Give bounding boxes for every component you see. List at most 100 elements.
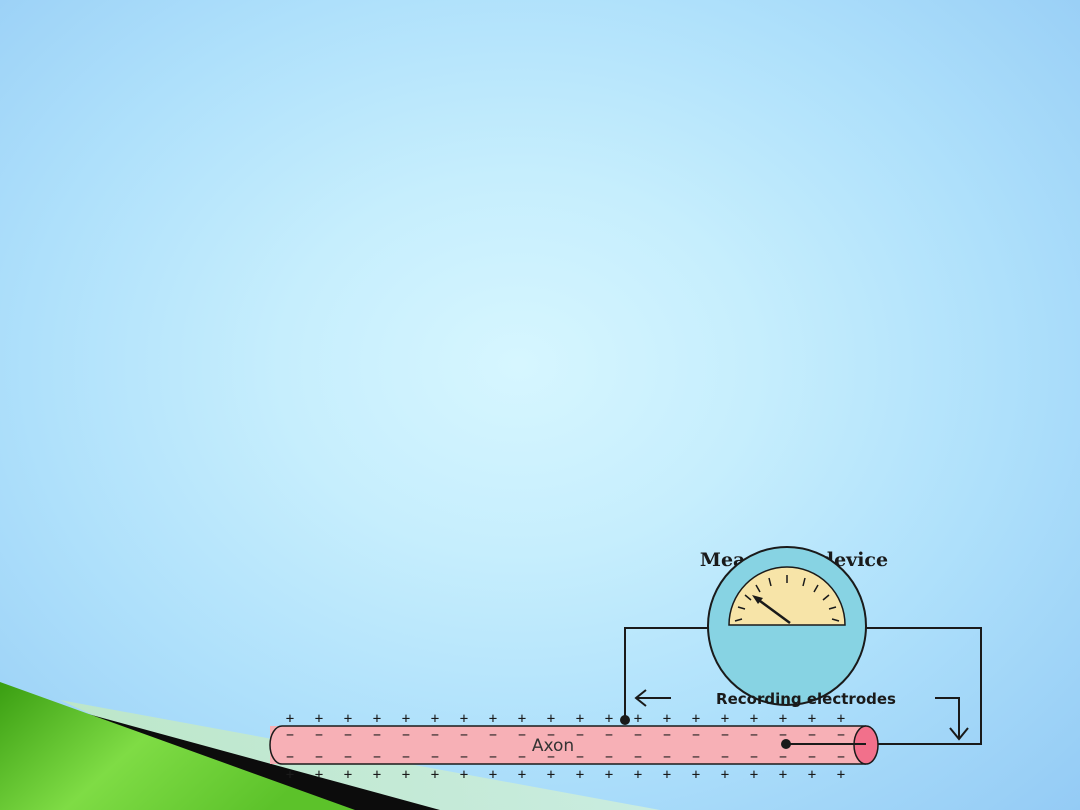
plus-charge: +	[837, 767, 845, 783]
minus-charge: −	[663, 750, 671, 765]
minus-charge: −	[808, 728, 816, 743]
plus-charge: +	[344, 767, 352, 783]
minus-charge: −	[605, 750, 613, 765]
plus-charge: +	[286, 767, 294, 783]
green-swoosh	[0, 682, 355, 810]
plus-charge: +	[634, 711, 642, 727]
minus-charge: −	[779, 750, 787, 765]
plus-charge: +	[721, 711, 729, 727]
right-electrode-dot	[781, 739, 791, 749]
plus-charge: +	[518, 767, 526, 783]
plus-charge: +	[489, 711, 497, 727]
inner-charges-bottom: −−−−−−−−−−−−−−−−−−−−	[286, 750, 845, 765]
minus-charge: −	[315, 728, 323, 743]
plus-charge: +	[779, 711, 787, 727]
plus-charge: +	[634, 767, 642, 783]
minus-charge: −	[779, 728, 787, 743]
electrodes-annotation: Recording electrodes	[634, 689, 969, 741]
plus-charge: +	[373, 767, 381, 783]
plus-charge: +	[460, 711, 468, 727]
plus-charge: +	[692, 767, 700, 783]
plus-charge: +	[315, 711, 323, 727]
axon-body	[270, 726, 868, 764]
plus-charge: +	[663, 711, 671, 727]
minus-charge: −	[460, 728, 468, 743]
plus-charge: +	[837, 711, 845, 727]
plus-charge: +	[576, 767, 584, 783]
minus-charge: −	[634, 750, 642, 765]
minus-charge: −	[837, 750, 845, 765]
plus-charge: +	[315, 767, 323, 783]
minus-charge: −	[605, 728, 613, 743]
outer-charges-bottom: ++++++++++++++++++++	[286, 767, 845, 783]
left-electrode-dot	[620, 715, 630, 725]
minus-charge: −	[547, 750, 555, 765]
inner-charges-top: −−−−−−−−−−−−−−−−−−−−	[286, 728, 845, 743]
left-arrow-icon	[634, 689, 671, 707]
minus-charge: −	[634, 728, 642, 743]
plus-charge: +	[750, 711, 758, 727]
left-wire	[624, 627, 708, 720]
measuring-device: Measuring device	[700, 546, 888, 706]
meter-ticks	[734, 575, 840, 622]
down-arrow-icon	[935, 697, 969, 741]
meter-needle-tip	[752, 595, 763, 604]
plus-charge: +	[605, 711, 613, 727]
plus-charge: +	[431, 711, 439, 727]
meter-needle	[755, 596, 791, 625]
plus-charge: +	[605, 767, 613, 783]
outer-charges-top: + + + + + + + + + + + + + + + + + + + +	[286, 711, 845, 727]
minus-charge: −	[489, 728, 497, 743]
plus-charge: +	[402, 711, 410, 727]
minus-charge: −	[286, 728, 294, 743]
minus-charge: −	[692, 750, 700, 765]
minus-charge: −	[431, 750, 439, 765]
plus-charge: +	[344, 711, 352, 727]
plus-charge: +	[692, 711, 700, 727]
plus-charge: +	[663, 767, 671, 783]
minus-charge: −	[750, 728, 758, 743]
minus-charge: −	[286, 750, 294, 765]
plus-charge: +	[402, 767, 410, 783]
right-wire	[786, 627, 982, 745]
plus-charge: +	[808, 767, 816, 783]
minus-charge: −	[721, 750, 729, 765]
minus-charge: −	[344, 750, 352, 765]
minus-charge: −	[547, 728, 555, 743]
minus-charge: −	[576, 750, 584, 765]
plus-charge: +	[518, 711, 526, 727]
minus-charge: −	[721, 728, 729, 743]
minus-charge: −	[837, 728, 845, 743]
plus-charge: +	[547, 711, 555, 727]
axon-left-cap	[269, 725, 283, 765]
plus-charge: +	[460, 767, 468, 783]
minus-charge: −	[808, 750, 816, 765]
minus-charge: −	[663, 728, 671, 743]
minus-charge: −	[402, 728, 410, 743]
plus-charge: +	[547, 767, 555, 783]
plus-charge: +	[779, 767, 787, 783]
minus-charge: −	[315, 750, 323, 765]
plus-charge: +	[286, 711, 294, 727]
minus-charge: −	[518, 728, 526, 743]
minus-charge: −	[692, 728, 700, 743]
plus-charge: +	[489, 767, 497, 783]
plus-charge: +	[750, 767, 758, 783]
minus-charge: −	[344, 728, 352, 743]
minus-charge: −	[373, 750, 381, 765]
minus-charge: −	[402, 750, 410, 765]
minus-charge: −	[576, 728, 584, 743]
minus-charge: −	[460, 750, 468, 765]
minus-charge: −	[489, 750, 497, 765]
minus-charge: −	[518, 750, 526, 765]
axon: Axon + + + + + + + + + + + + + + + + + + + + − − − − − − − − − − − − − −…	[269, 711, 879, 783]
plus-charge: +	[373, 711, 381, 727]
circuit-wires	[624, 627, 982, 745]
axon-label: Axon	[532, 736, 574, 756]
meter-face	[728, 566, 846, 626]
plus-charge: +	[808, 711, 816, 727]
plus-charge: +	[576, 711, 584, 727]
minus-charge: −	[373, 728, 381, 743]
plus-charge: +	[431, 767, 439, 783]
